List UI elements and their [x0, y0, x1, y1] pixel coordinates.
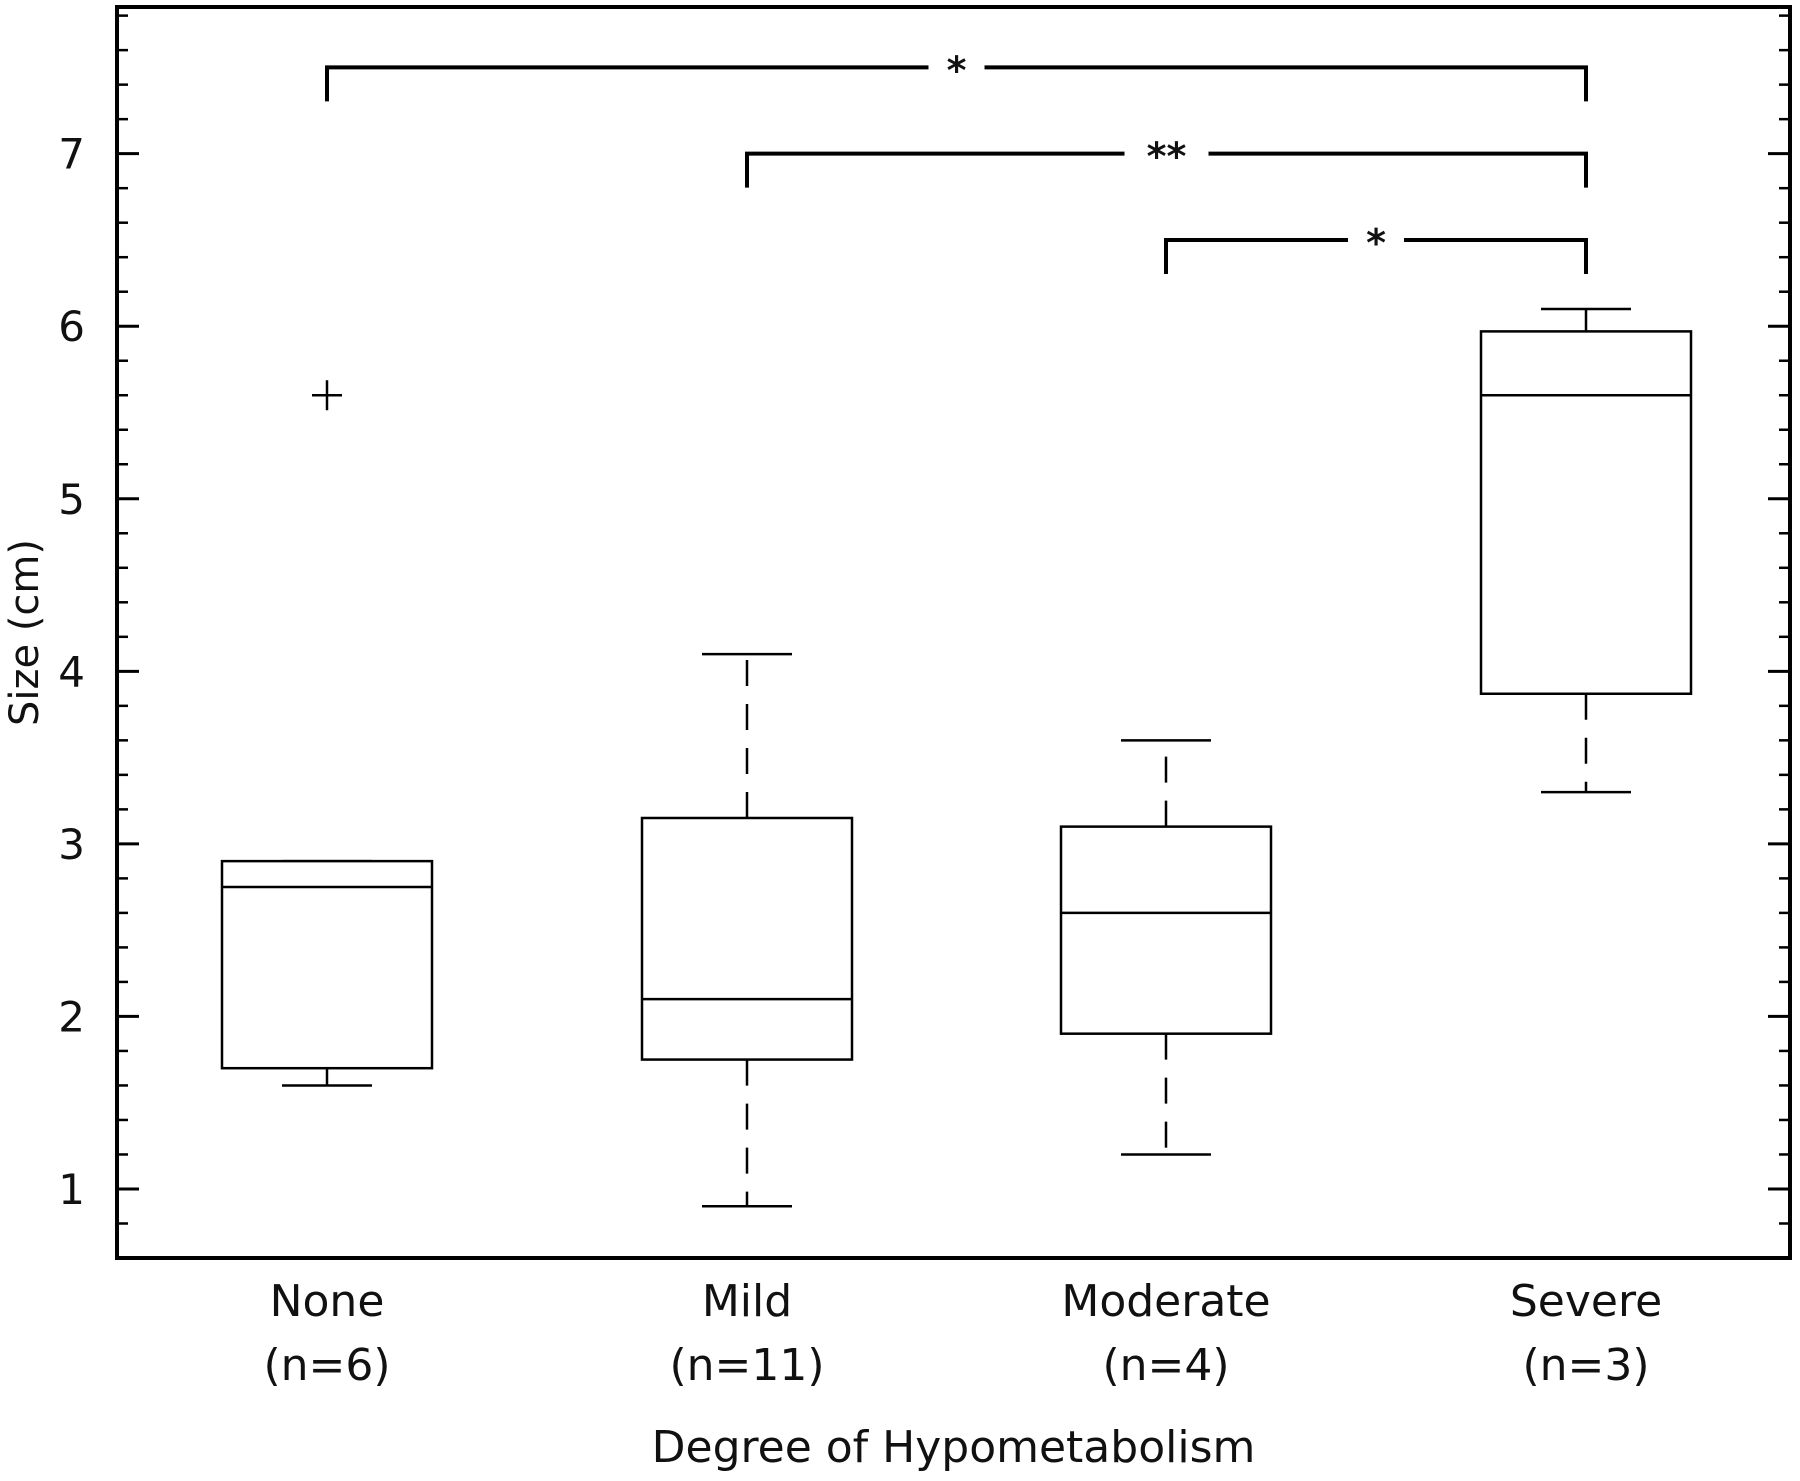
x-category-n-label: (n=6) — [263, 1340, 390, 1391]
bracket-left — [745, 151, 1125, 188]
significance-bracket: * — [1164, 221, 1588, 274]
significance-bracket: ** — [745, 135, 1588, 188]
x-category-label: None — [270, 1276, 385, 1327]
x-category-n-label: (n=3) — [1522, 1340, 1649, 1391]
x-axis-label: Degree of Hypometabolism — [652, 1422, 1256, 1473]
x-category-label: Mild — [702, 1276, 792, 1327]
y-tick-label: 6 — [58, 302, 85, 351]
axis-ticks — [117, 14, 1790, 1260]
box-group-mild — [640, 652, 854, 1208]
plot-frame — [115, 5, 1792, 1260]
plot-area-border — [115, 5, 1792, 1260]
box-group-severe — [1479, 307, 1693, 794]
outlier-marker — [312, 380, 342, 411]
bracket-left — [1164, 237, 1348, 274]
y-tick-label: 3 — [58, 820, 85, 869]
x-category-labels: None (n=6) Mild (n=11) Moderate (n=4) Severe (n… — [263, 1276, 1662, 1391]
y-tick-label: 5 — [58, 475, 85, 524]
box-iqr — [1059, 825, 1273, 1035]
x-category-label: Severe — [1510, 1276, 1662, 1327]
bracket-right — [984, 65, 1588, 102]
y-tick-label: 2 — [58, 992, 85, 1041]
significance-bracket: * — [325, 48, 1588, 102]
box-iqr — [1479, 330, 1693, 696]
y-tick-label: 7 — [58, 130, 85, 179]
box-series — [220, 307, 1693, 1208]
box-iqr — [640, 816, 854, 1061]
bracket-right — [1208, 151, 1588, 188]
significance-brackets: **** — [325, 48, 1588, 274]
y-tick-labels: 1 2 3 4 5 6 7 — [58, 130, 85, 1214]
y-tick-label: 1 — [58, 1165, 85, 1214]
y-tick-label: 4 — [58, 647, 85, 696]
x-category-n-label: (n=11) — [669, 1340, 824, 1391]
significance-label: * — [1366, 221, 1386, 265]
bracket-right — [1404, 237, 1588, 274]
box-iqr — [220, 859, 434, 1070]
significance-label: * — [947, 48, 967, 92]
y-axis-label: Size (cm) — [2, 539, 48, 726]
x-category-n-label: (n=4) — [1102, 1340, 1229, 1391]
box-group-none — [220, 380, 434, 1087]
significance-label: ** — [1147, 135, 1187, 179]
bracket-left — [325, 65, 929, 102]
x-category-label: Moderate — [1061, 1276, 1270, 1327]
box-group-moderate — [1059, 739, 1273, 1156]
